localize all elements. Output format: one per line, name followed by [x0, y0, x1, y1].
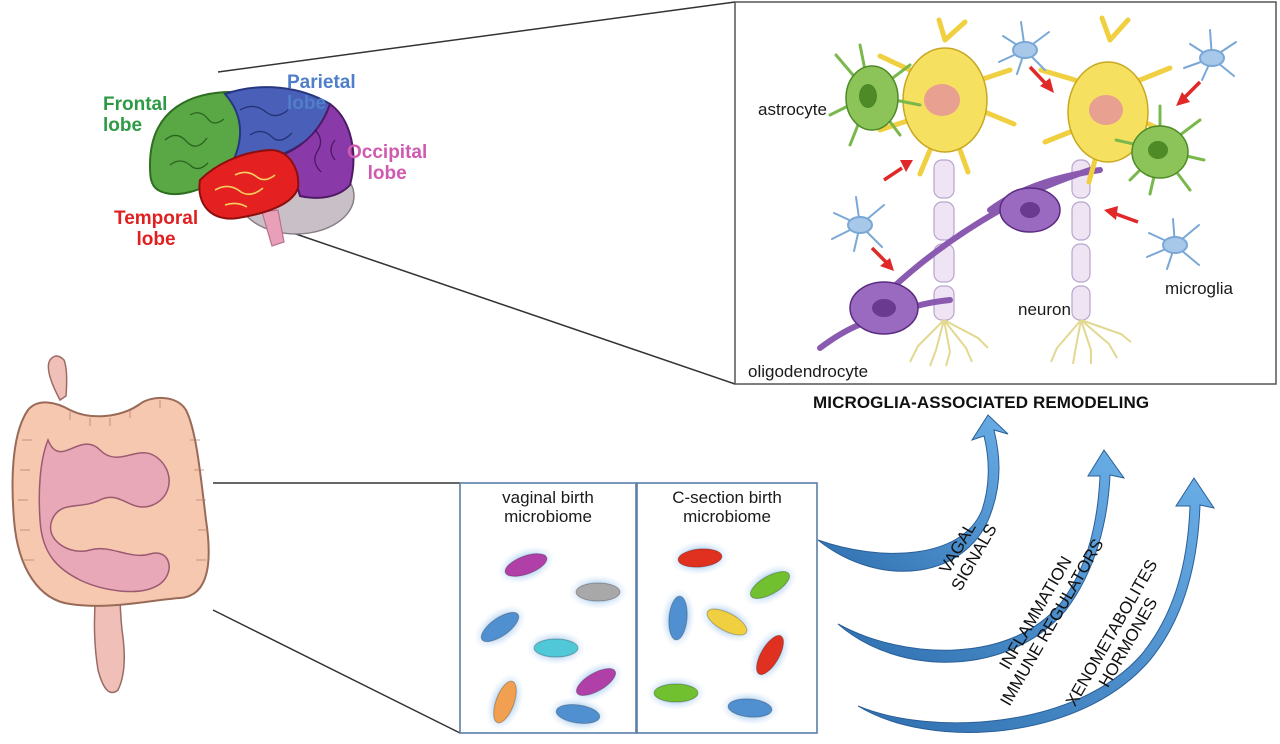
label-occipital-lobe: Occipital lobe	[347, 142, 428, 185]
neural-panel	[734, 1, 1277, 385]
brain-illustration	[148, 86, 355, 247]
microbiome-panels	[459, 482, 818, 734]
label-microglia: microglia	[1165, 279, 1234, 298]
occipital-lobe-shape	[283, 102, 355, 199]
label-frontal-lobe: Frontal lobe	[103, 94, 168, 137]
bacterium	[699, 601, 755, 643]
bacterium	[646, 676, 706, 710]
bacterium	[660, 588, 696, 648]
oligodendrocyte-cells	[817, 167, 1103, 351]
label-temporal-lobe: Temporal lobe	[114, 208, 199, 251]
label-astrocyte: astrocyte	[758, 100, 827, 119]
microglia-cells	[831, 21, 1237, 270]
signal-arrows	[817, 414, 1216, 733]
bacterium	[486, 673, 524, 731]
label-parietal-lobe: Parietal lobe	[287, 72, 356, 115]
bacterium	[742, 563, 798, 607]
bacterium	[548, 696, 608, 732]
temporal-lobe-shape	[198, 148, 300, 220]
neural-panel-frame	[734, 1, 1277, 385]
bacterium	[526, 631, 586, 665]
small-intestine	[38, 437, 170, 593]
arrow-immune	[837, 449, 1126, 663]
neuron-bodies	[877, 15, 1173, 185]
arrow-vagal	[817, 414, 1009, 572]
bacterium	[473, 604, 527, 650]
neuron-terminals	[909, 319, 1132, 367]
neuron-axon-left	[933, 159, 955, 321]
brainstem	[261, 209, 285, 247]
label-oligodendrocyte: oligodendrocyte	[748, 362, 869, 381]
label-neuron: neuron	[1018, 300, 1071, 319]
microglia-arrows	[870, 65, 1202, 271]
bacterium	[748, 627, 792, 683]
bacterium	[720, 690, 780, 726]
bacterium	[568, 575, 628, 609]
intestine-illustration	[11, 355, 210, 694]
arrow-hormones	[857, 477, 1216, 733]
remodeling-title: MICROGLIA-ASSOCIATED REMODELING	[813, 393, 1150, 412]
bacterium	[497, 546, 555, 584]
appendix-stub	[47, 355, 68, 402]
label-csection-microbiome: C-section birth microbiome	[672, 488, 782, 527]
bacterium	[568, 660, 624, 704]
astrocyte-cells	[828, 43, 1206, 196]
bacterium	[670, 540, 730, 576]
label-vaginal-microbiome: vaginal birth microbiome	[502, 488, 594, 527]
bacteria-group	[473, 540, 798, 732]
connector-lines	[212, 1, 736, 734]
